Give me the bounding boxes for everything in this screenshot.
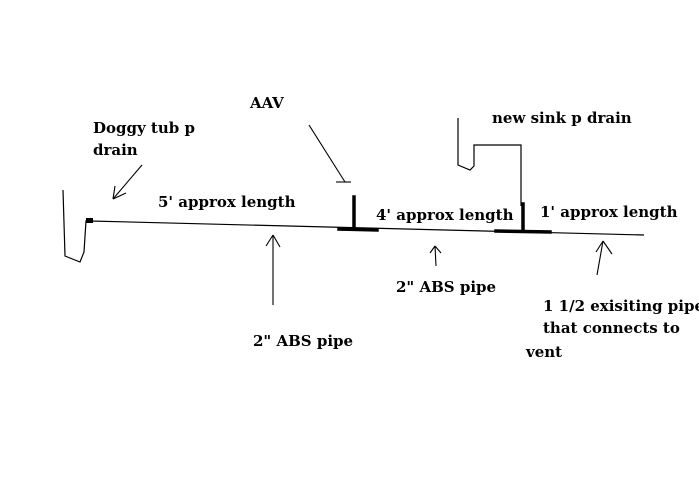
aav-label: AAV (249, 94, 284, 112)
doggy-tub-label-line1: Doggy tub p (93, 119, 195, 137)
existing-pipe-label-line3: vent (525, 343, 562, 361)
arrow-2in-abs-mid (429, 245, 442, 267)
arrow-aav (308, 124, 351, 183)
new-sink-tee-fitting (494, 202, 552, 234)
length-right-label: 1' approx length (540, 203, 678, 221)
existing-pipe-label-line2: that connects to (543, 319, 680, 337)
length-mid-label: 4' approx length (376, 206, 514, 224)
existing-pipe-label-line1: 1 1/2 exisiting pipe (543, 297, 699, 315)
new-sink-p-trap (457, 118, 522, 206)
abs-pipe-bottom-label: 2" ABS pipe (253, 332, 353, 350)
new-sink-label: new sink p drain (492, 109, 632, 127)
doggy-tub-connection-dot (86, 218, 93, 223)
arrow-doggy-tub (112, 164, 143, 200)
aav-tee-fitting (337, 195, 379, 232)
arrow-2in-abs-left (265, 234, 281, 305)
length-left-label: 5' approx length (158, 193, 296, 211)
arrow-existing-pipe (595, 240, 613, 276)
doggy-tub-p-trap (62, 189, 90, 263)
doggy-tub-label-line2: drain (93, 141, 138, 159)
abs-pipe-mid-label: 2" ABS pipe (396, 278, 496, 296)
